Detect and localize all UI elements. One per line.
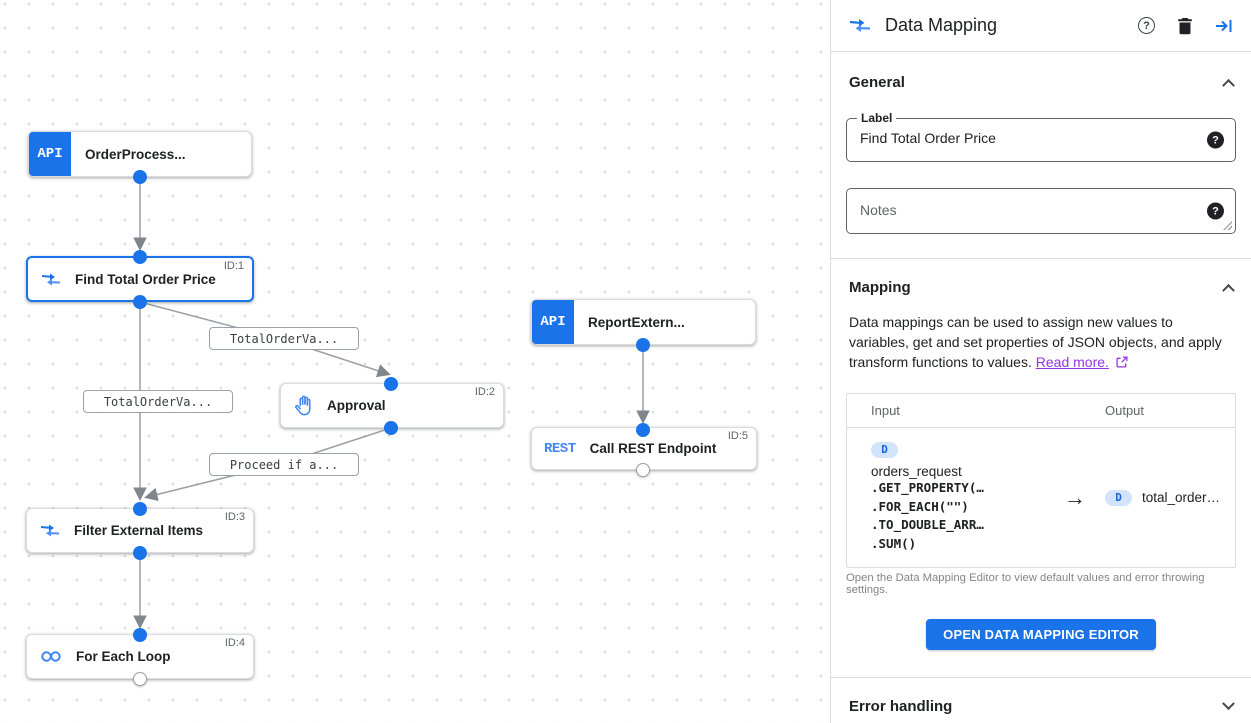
- connector-dot[interactable]: [636, 338, 650, 352]
- connector-dot[interactable]: [636, 423, 650, 437]
- data-mapping-icon: [849, 17, 871, 34]
- flow-edges: [133, 177, 650, 629]
- node-title: OrderProcess...: [85, 146, 186, 162]
- label-field[interactable]: Label Find Total Order Price ?: [846, 111, 1236, 162]
- node-order-process[interactable]: API OrderProcess...: [28, 131, 252, 177]
- open-data-mapping-editor-button[interactable]: OPEN DATA MAPPING EDITOR: [926, 619, 1156, 650]
- mapping-helper-text: Open the Data Mapping Editor to view def…: [846, 572, 1205, 596]
- node-title: Approval: [327, 398, 386, 413]
- node-title: For Each Loop: [76, 649, 171, 664]
- connector-dot[interactable]: [133, 628, 147, 642]
- loop-infinity-icon: [40, 649, 62, 664]
- panel-header: Data Mapping ?: [831, 0, 1251, 52]
- input-column-header: Input: [871, 403, 900, 418]
- notes-field[interactable]: Notes ?: [846, 188, 1236, 234]
- panel-body: General Label Find Total Order Price ? N…: [831, 52, 1251, 723]
- connector-dot[interactable]: [384, 377, 398, 391]
- chevron-down-icon: [1222, 697, 1235, 711]
- mapping-arrow-icon: →: [1064, 484, 1086, 510]
- section-error-handling-toggle[interactable]: Error handling: [846, 678, 1236, 723]
- read-more-link[interactable]: Read more.: [1035, 354, 1109, 370]
- node-report-extern[interactable]: API ReportExtern...: [531, 299, 756, 345]
- node-id: ID:2: [474, 386, 495, 398]
- chevron-up-icon: [1222, 78, 1235, 92]
- trash-icon: [1178, 17, 1192, 34]
- api-badge: API: [532, 300, 574, 344]
- approval-hand-icon: [294, 395, 313, 416]
- section-heading: Error handling: [849, 698, 953, 715]
- double-type-badge: D: [1105, 489, 1132, 506]
- api-badge: API: [29, 132, 71, 176]
- mapping-row[interactable]: D orders_request .GET_PROPERTY(… .FOR_EA…: [847, 428, 1235, 567]
- external-link-icon: [1116, 353, 1128, 373]
- section-mapping-toggle[interactable]: Mapping: [846, 259, 1236, 297]
- data-mapping-icon: [40, 523, 60, 538]
- section-divider: [831, 258, 1251, 259]
- node-title: Call REST Endpoint: [589, 441, 717, 456]
- collapse-panel-button[interactable]: [1215, 17, 1233, 35]
- label-field-value: Find Total Order Price: [860, 130, 996, 146]
- node-id: ID:4: [224, 637, 245, 649]
- node-title: Filter External Items: [74, 523, 204, 538]
- node-for-each-loop[interactable]: ID:4 For Each Loop: [26, 634, 254, 679]
- notes-help-icon[interactable]: ?: [1207, 202, 1224, 220]
- data-mapping-icon: [41, 272, 61, 287]
- collapse-panel-icon: [1216, 19, 1232, 32]
- delete-button[interactable]: [1177, 17, 1193, 35]
- mapping-table: Input Output D orders_request .GET_PROPE…: [846, 393, 1236, 568]
- flow-canvas[interactable]: API OrderProcess... ID:1 Find Total Orde…: [0, 0, 830, 723]
- edge-label-proceed-if[interactable]: Proceed if a...: [209, 453, 359, 476]
- mapping-description: Data mappings can be used to assign new …: [846, 312, 1236, 373]
- edge-label-total-order-2[interactable]: TotalOrderVa...: [83, 390, 233, 413]
- connector-dot[interactable]: [133, 502, 147, 516]
- mapping-function: .FOR_EACH(""): [871, 498, 969, 514]
- input-variable: orders_request: [871, 464, 962, 479]
- output-column-header: Output: [1105, 403, 1145, 418]
- mapping-table-header: Input Output: [847, 394, 1235, 428]
- connector-dot[interactable]: [384, 421, 398, 435]
- help-icon: ?: [1138, 17, 1155, 34]
- connector-dot[interactable]: [133, 546, 147, 560]
- help-button[interactable]: ?: [1138, 17, 1155, 34]
- mapping-function: .SUM(): [871, 535, 917, 551]
- section-divider: [831, 677, 1251, 678]
- rest-badge: REST: [544, 440, 576, 457]
- chevron-up-icon: [1222, 283, 1235, 297]
- section-general-toggle[interactable]: General: [846, 52, 1236, 92]
- connector-dot-empty[interactable]: [133, 672, 147, 686]
- mapping-output-cell: D total_order…: [1105, 489, 1235, 506]
- double-type-badge: D: [871, 441, 898, 458]
- section-heading: General: [849, 74, 905, 91]
- label-help-icon[interactable]: ?: [1207, 131, 1224, 149]
- section-heading: Mapping: [849, 279, 911, 296]
- edge-label-total-order-1[interactable]: TotalOrderVa...: [209, 327, 359, 350]
- mapping-function: .TO_DOUBLE_ARR…: [871, 517, 984, 532]
- connector-dot[interactable]: [133, 295, 147, 309]
- connector-dot[interactable]: [133, 170, 147, 184]
- node-title: Find Total Order Price: [75, 271, 216, 287]
- mapping-input-cell: D orders_request .GET_PROPERTY(… .FOR_EA…: [847, 428, 1045, 567]
- config-panel: Data Mapping ?: [830, 0, 1251, 723]
- mapping-function: .GET_PROPERTY(…: [871, 480, 984, 495]
- node-id: ID:1: [223, 260, 244, 272]
- notes-placeholder: Notes: [860, 202, 897, 218]
- label-field-label: Label: [857, 111, 897, 125]
- panel-title: Data Mapping: [885, 15, 998, 35]
- resize-handle[interactable]: [1223, 221, 1232, 230]
- output-variable: total_order…: [1142, 490, 1221, 505]
- node-title: ReportExtern...: [588, 314, 685, 330]
- connector-dot[interactable]: [133, 250, 147, 264]
- connector-dot-empty[interactable]: [636, 463, 650, 477]
- node-id: ID:5: [727, 430, 748, 442]
- node-id: ID:3: [224, 511, 245, 523]
